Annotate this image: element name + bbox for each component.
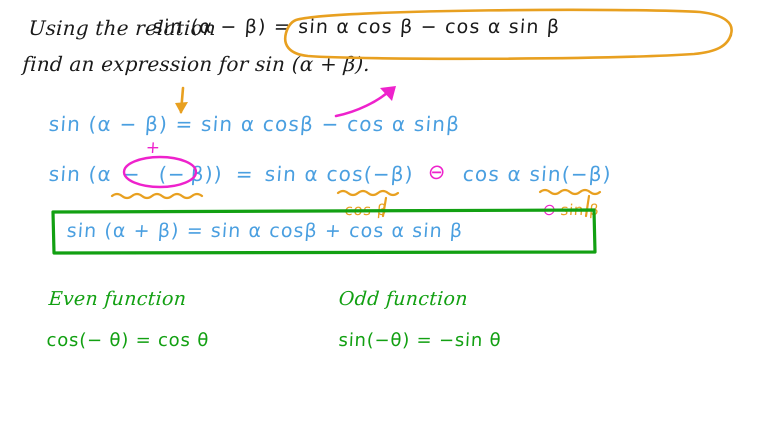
annotation-cos-beta: cos β bbox=[344, 201, 388, 219]
odd-function-equation: sin(−θ) = −sin θ bbox=[338, 330, 502, 351]
odd-function-title: Odd function bbox=[338, 288, 469, 310]
annotation-sin-beta: sin β bbox=[560, 201, 601, 219]
work-step2-right-a: sin α cos(−β) bbox=[264, 162, 415, 186]
work-step2-equals: = bbox=[235, 162, 255, 186]
work-result-boxed: sin (α + β) = sin α cosβ + cos α sin β bbox=[66, 220, 464, 242]
prompt-relation-formula: sin (α − β) = sin α cos β − cos α sin β bbox=[152, 16, 561, 38]
orange-squiggle-under-cos bbox=[336, 189, 400, 197]
work-step2-inner-negative: (− bbox=[158, 162, 187, 186]
prompt-line1-comma: , bbox=[727, 18, 735, 42]
work-step2-circled-minus: ⊖ bbox=[427, 160, 448, 184]
work-step1: sin (α − β) = sin α cosβ − cos α sinβ bbox=[48, 112, 462, 136]
even-function-title: Even function bbox=[48, 288, 188, 310]
work-step2-plus-correction: + bbox=[145, 138, 162, 158]
orange-squiggle-under-double-negative bbox=[110, 192, 204, 200]
work-step2-minus-sign: − bbox=[122, 162, 142, 186]
work-step2-left-c: β)) bbox=[190, 162, 224, 186]
orange-squiggle-under-sin bbox=[538, 188, 602, 196]
work-step2-right-b: cos α sin(−β) bbox=[462, 162, 613, 186]
orange-down-arrow bbox=[175, 86, 188, 114]
prompt-line2: find an expression for sin (α + β). bbox=[22, 52, 371, 76]
work-step2-left-a: sin (α bbox=[48, 162, 113, 186]
annotation-sin-sign: ⊖ bbox=[542, 200, 558, 219]
even-function-equation: cos(− θ) = cos θ bbox=[46, 330, 210, 351]
